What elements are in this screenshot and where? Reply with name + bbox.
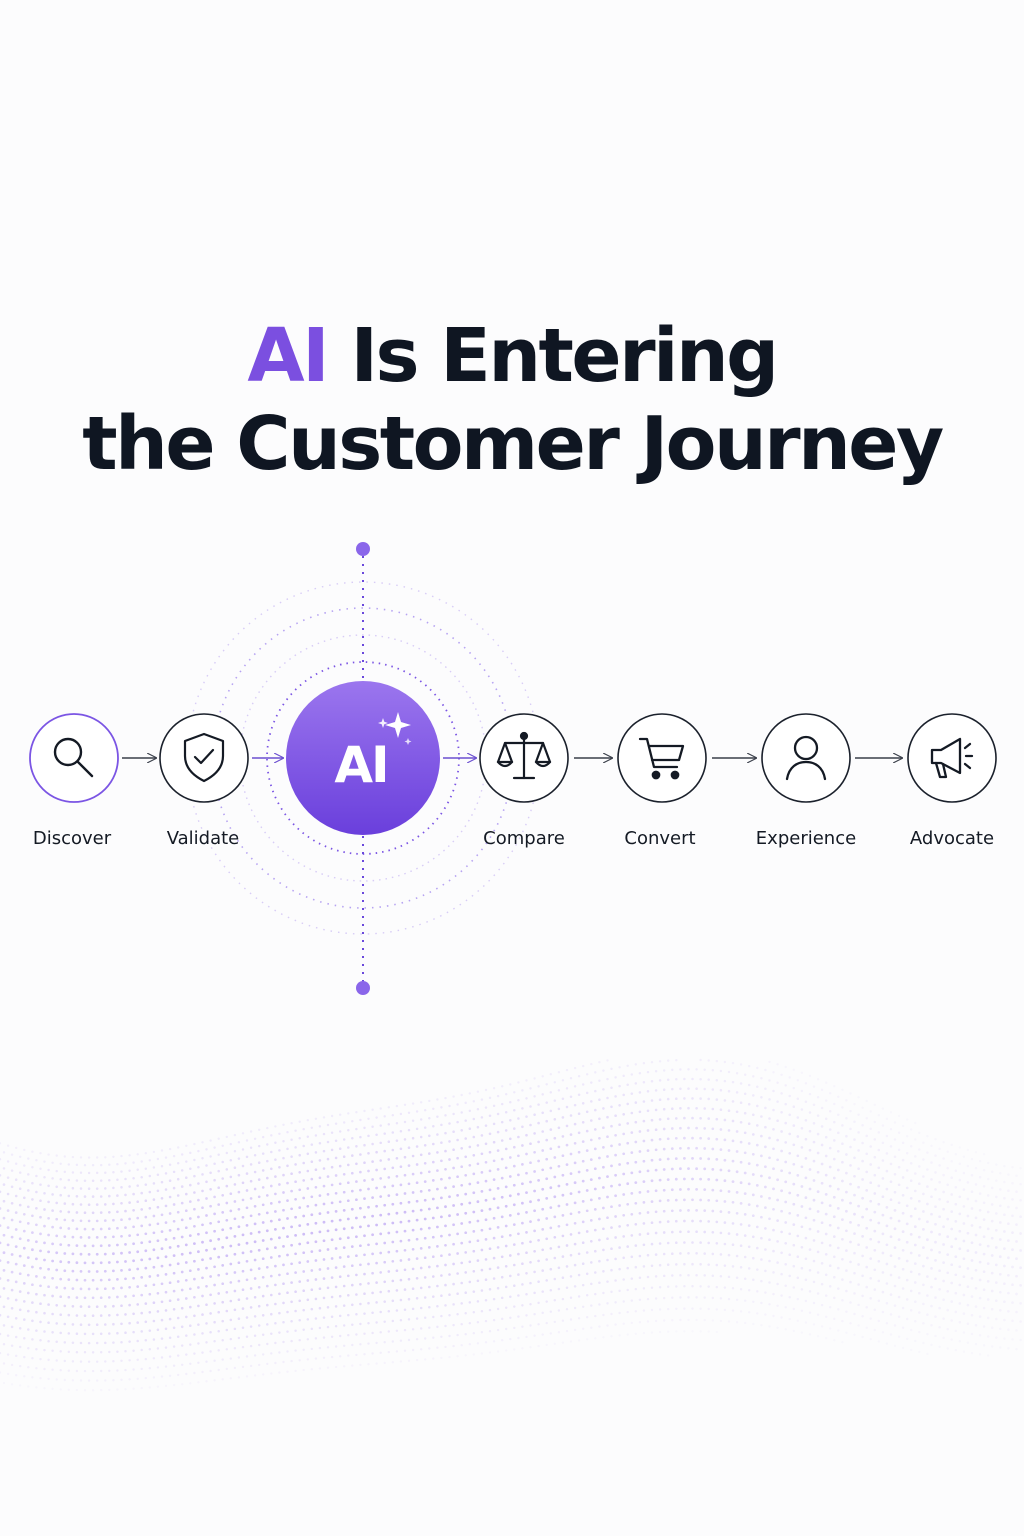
sparkle-icon xyxy=(378,712,412,745)
ai-node-label: AI xyxy=(334,736,387,794)
title-line1: Is Entering xyxy=(350,312,779,399)
step-label-discover: Discover xyxy=(33,828,112,849)
shield-check-icon xyxy=(183,732,225,783)
step-label-experience: Experience xyxy=(756,828,856,849)
step-compare: Compare xyxy=(479,713,569,849)
step-validate: Validate xyxy=(159,713,249,849)
axis-top-dot xyxy=(356,542,370,556)
user-icon xyxy=(785,735,827,781)
step-label-advocate: Advocate xyxy=(910,828,994,849)
step-label-convert: Convert xyxy=(624,828,695,849)
megaphone-icon xyxy=(930,737,974,779)
axis-bottom-dot xyxy=(356,981,370,995)
ai-vertical-axis xyxy=(356,542,370,995)
title-line2: the Customer Journey xyxy=(82,400,944,487)
search-icon xyxy=(53,737,94,778)
step-discover: Discover xyxy=(29,713,119,849)
ai-node: AI xyxy=(286,681,440,835)
title-accent: AI xyxy=(247,312,329,399)
dotted-wave-background xyxy=(0,1058,1022,1392)
step-advocate: Advocate xyxy=(907,713,997,849)
step-label-compare: Compare xyxy=(483,828,565,849)
step-label-validate: Validate xyxy=(167,828,240,849)
scale-icon xyxy=(496,731,552,780)
page-title: AI Is Entering the Customer Journey xyxy=(0,312,1024,488)
step-experience: Experience xyxy=(756,713,856,849)
step-convert: Convert xyxy=(617,713,707,849)
shopping-cart-icon xyxy=(638,737,685,780)
